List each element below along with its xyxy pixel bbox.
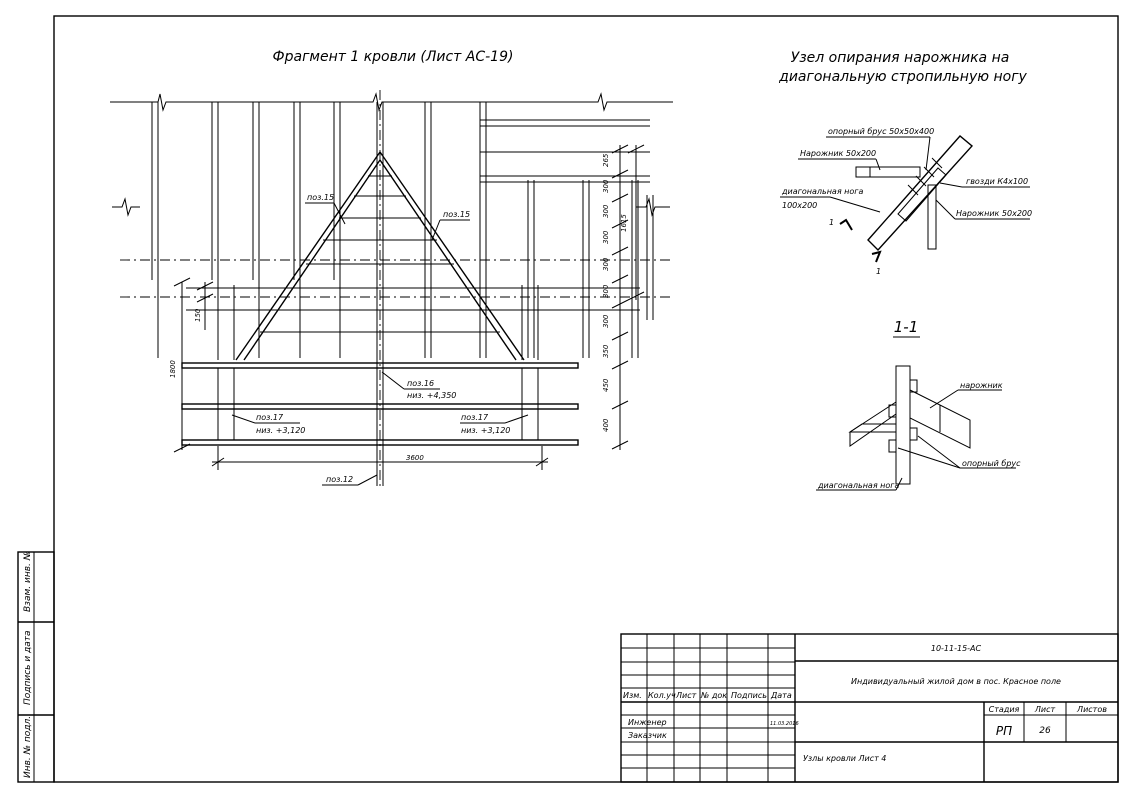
- dim-1: 265: [602, 153, 610, 167]
- node-nails: гвозди К4х100: [966, 177, 1028, 186]
- left-title: Фрагмент 1 кровли (Лист АС-19): [273, 49, 514, 65]
- node-diagonal-size: 100х200: [782, 201, 817, 210]
- dim-7: 300: [602, 314, 610, 328]
- dim-3: 300: [602, 204, 610, 218]
- section-detail: [816, 365, 1016, 491]
- stamp-inv-replace: Взам. инв. №: [23, 551, 33, 612]
- dim-4: 300: [602, 230, 610, 244]
- section-mark-top: 1: [829, 218, 834, 227]
- dim-overall: 1615: [620, 214, 628, 232]
- node-detail: [780, 135, 1030, 263]
- label-poz17-left: поз.17: [256, 413, 284, 422]
- label-poz15-left: поз.15: [307, 193, 334, 202]
- tb-stage-label: Стадия: [989, 705, 1020, 714]
- stamp-inv-orig: Инв. № подл.: [23, 716, 33, 778]
- node-jack-bottom: Нарожник 50х200: [956, 209, 1032, 218]
- tb-h-sign: Подпись: [731, 691, 767, 700]
- section-jack-label: нарожник: [960, 381, 1003, 390]
- tb-role-customer: Заказчик: [628, 731, 667, 740]
- tb-sheet: 26: [1039, 726, 1051, 736]
- tb-code: 10-11-15-АС: [931, 644, 982, 653]
- dim-2: 300: [602, 179, 610, 193]
- right-title-1: Узел опирания нарожника на: [791, 50, 1010, 66]
- dim-10: 400: [602, 418, 610, 432]
- tb-role-engineer: Инженер: [628, 718, 667, 727]
- side-stamp: Взам. инв. № Подпись и дата Инв. № подл.: [17, 551, 55, 783]
- node-support-beam: опорный брус 50х50х400: [828, 127, 934, 136]
- dim-left: 1800: [169, 360, 177, 378]
- tb-date: 11.03.2016: [770, 721, 799, 727]
- section-title: 1-1: [894, 318, 919, 336]
- dim-8: 350: [602, 344, 610, 358]
- title-block: [620, 633, 1119, 783]
- label-poz15-right: поз.15: [443, 210, 470, 219]
- stamp-sign-date: Подпись и дата: [23, 630, 33, 705]
- dim-5: 300: [602, 257, 610, 271]
- right-title-2: диагональную стропильную ногу: [778, 69, 1027, 85]
- tb-h-doc: № док: [700, 691, 727, 700]
- section-diagonal-label: диагональная нога: [817, 481, 900, 490]
- label-poz17-left-level: низ. +3,120: [256, 426, 305, 435]
- tb-stage: РП: [996, 724, 1012, 738]
- sheet-frame: [53, 15, 1119, 783]
- tb-h-date: Дата: [770, 691, 792, 700]
- roof-fragment: [110, 90, 673, 488]
- dim-9: 450: [602, 378, 610, 392]
- tb-h-list: Лист: [675, 691, 697, 700]
- section-support-label: опорный брус: [962, 459, 1021, 468]
- node-jack-top: Нарожник 50х200: [800, 149, 876, 158]
- node-diagonal: диагональная нога: [781, 187, 864, 196]
- tb-sheets-label: Листов: [1076, 705, 1107, 714]
- label-poz17-right: поз.17: [461, 413, 489, 422]
- label-poz16: поз.16: [407, 379, 434, 388]
- label-poz16-level: низ. +4,350: [407, 391, 456, 400]
- dim-left-small: 150: [194, 308, 202, 322]
- tb-h-izm: Изм.: [623, 691, 642, 700]
- label-poz17-right-level: низ. +3,120: [461, 426, 510, 435]
- dim-bottom: 3600: [406, 454, 424, 462]
- dim-6: 300: [602, 284, 610, 298]
- section-mark-bottom: 1: [876, 267, 881, 276]
- label-poz12: поз.12: [326, 475, 353, 484]
- tb-h-kolvo: Кол.уч: [648, 691, 676, 700]
- tb-sheet-title: Узлы кровли Лист 4: [803, 754, 886, 763]
- tb-sheet-label: Лист: [1034, 705, 1056, 714]
- tb-project: Индивидуальный жилой дом в пос. Красное …: [851, 677, 1061, 686]
